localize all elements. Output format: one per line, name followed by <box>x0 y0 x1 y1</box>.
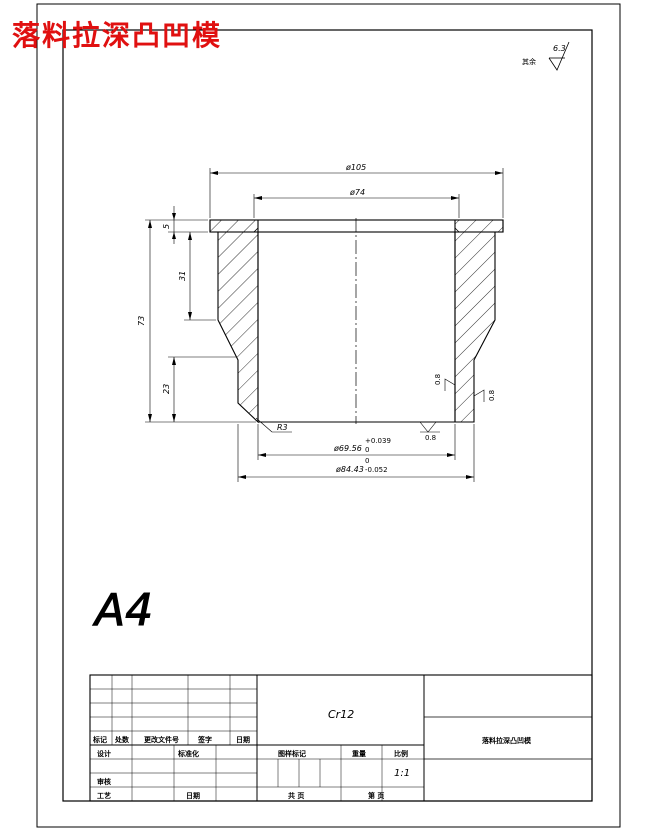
svg-text:标准化: 标准化 <box>177 749 199 758</box>
svg-text:ø84.43: ø84.43 <box>335 465 364 474</box>
dim-d69: ø69.56 +0.039 0 <box>257 424 456 460</box>
svg-text:ø74: ø74 <box>349 188 365 197</box>
roughness-note: 其余 6.3 <box>522 41 570 71</box>
svg-text:R3: R3 <box>277 423 288 432</box>
svg-text:0: 0 <box>365 457 369 465</box>
svg-text:比例: 比例 <box>394 749 408 758</box>
svg-text:共 页: 共 页 <box>288 791 304 800</box>
svg-text:重量: 重量 <box>352 749 366 758</box>
svg-text:0: 0 <box>365 446 369 454</box>
scale-value: 1:1 <box>394 768 410 779</box>
svg-text:5: 5 <box>162 224 171 229</box>
svg-text:处数: 处数 <box>114 735 130 744</box>
svg-text:23: 23 <box>162 384 171 394</box>
svg-text:-0.052: -0.052 <box>365 466 388 474</box>
dim-vertical-left: 5 31 73 23 <box>137 206 256 423</box>
material-value: Cr12 <box>328 708 354 721</box>
svg-text:图样标记: 图样标记 <box>278 749 306 758</box>
svg-text:ø69.56: ø69.56 <box>333 444 362 453</box>
roughness-note-value: 6.3 <box>553 44 566 53</box>
svg-text:0.8: 0.8 <box>425 434 436 442</box>
dim-d74: ø74 <box>253 188 460 218</box>
roughness-note-label: 其余 <box>522 57 536 66</box>
dim-r3: R3 <box>255 417 292 433</box>
sheet-size-label: A4 <box>92 585 153 636</box>
roughness-symbol <box>548 41 570 71</box>
dim-d84: ø84.43 0 -0.052 <box>237 424 475 482</box>
part-name: 落料拉深凸凹模 <box>482 736 532 745</box>
svg-text:31: 31 <box>178 271 187 281</box>
svg-text:日期: 日期 <box>236 735 250 744</box>
svg-text:日期: 日期 <box>186 791 200 800</box>
roughness-mark-inner: 0.8 <box>434 374 456 391</box>
svg-text:标记: 标记 <box>92 735 107 744</box>
page-title: 落料拉深凸凹模 <box>12 19 223 52</box>
svg-text:审核: 审核 <box>97 777 111 786</box>
svg-text:设计: 设计 <box>97 749 111 758</box>
svg-text:更改文件号: 更改文件号 <box>144 735 179 744</box>
svg-text:工艺: 工艺 <box>97 791 111 800</box>
title-block: 标记 处数 更改文件号 签字 日期 设计 标准化 审核 工艺 日期 Cr12 图… <box>89 674 593 802</box>
dim-d105: ø105 <box>209 163 504 218</box>
svg-text:0.8: 0.8 <box>488 390 496 401</box>
left-wall-section <box>209 219 259 424</box>
svg-text:+0.039: +0.039 <box>365 437 391 445</box>
outer-frame <box>36 3 621 828</box>
svg-text:ø105: ø105 <box>345 163 366 172</box>
roughness-mark-outer: 0.8 <box>473 389 496 402</box>
top-flange <box>209 219 504 233</box>
roughness-mark-bottom: 0.8 <box>419 421 440 442</box>
svg-text:签字: 签字 <box>197 735 212 744</box>
svg-text:73: 73 <box>137 316 146 326</box>
svg-text:第 页: 第 页 <box>368 791 384 800</box>
inner-frame <box>62 29 593 802</box>
svg-text:0.8: 0.8 <box>434 374 442 385</box>
